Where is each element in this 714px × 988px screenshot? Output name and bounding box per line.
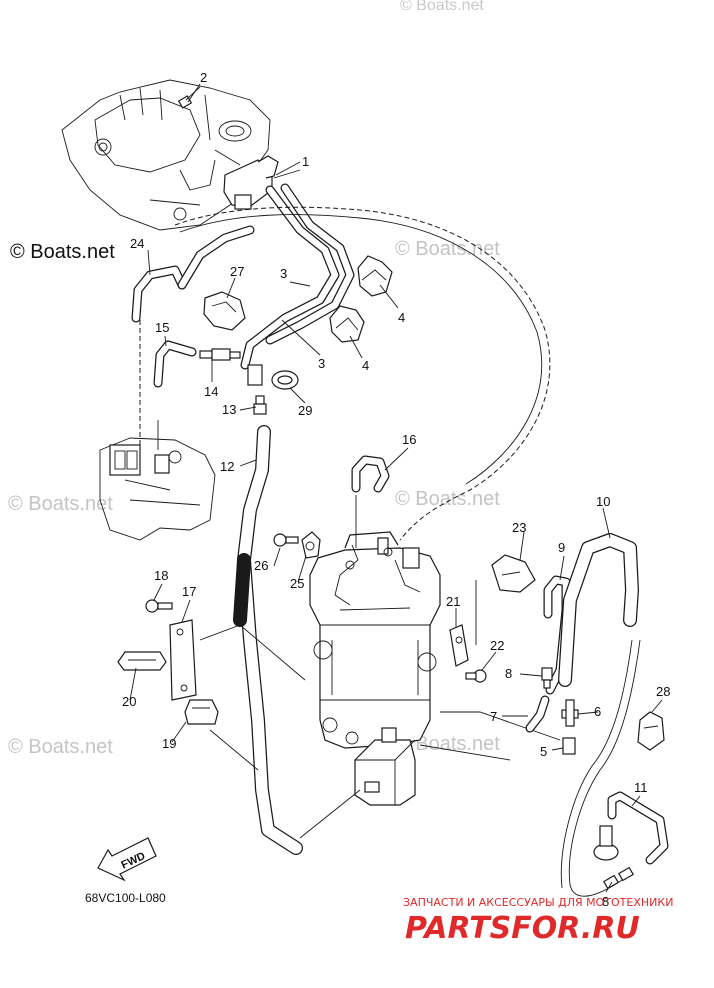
callout-3-lower: 3	[318, 356, 325, 371]
fwd-arrow: FWD	[97, 837, 157, 882]
callout-14: 14	[204, 384, 218, 399]
part-2-fitting	[177, 86, 201, 109]
copyright-label: © Boats.net	[10, 241, 115, 263]
callout-labels: 2 1 24 27 3 4 3 4 15 14 13 29 12 16 10 2…	[122, 70, 670, 909]
part-8-fitting-upper	[541, 667, 553, 689]
callout-23: 23	[512, 520, 526, 535]
part-15-hose	[153, 340, 197, 388]
callout-11: 11	[634, 780, 648, 795]
canister	[299, 727, 416, 839]
callout-7: 7	[490, 709, 497, 724]
part-20-clamp	[117, 651, 167, 671]
callout-8-upper: 8	[505, 666, 512, 681]
callout-18: 18	[154, 568, 168, 583]
callout-16: 16	[402, 432, 416, 447]
callout-24: 24	[130, 236, 144, 251]
callout-9: 9	[558, 540, 565, 555]
callout-4-upper: 4	[398, 310, 405, 325]
callout-20: 20	[122, 694, 136, 709]
watermark-top: © Boats.net	[400, 0, 484, 14]
routing-line-lower-2	[560, 639, 633, 889]
callout-3-upper: 3	[280, 266, 287, 281]
watermark-lower-left: © Boats.net	[8, 736, 113, 758]
callout-17: 17	[182, 584, 196, 599]
part-29-clamp	[247, 364, 299, 390]
part-16-hose	[351, 455, 390, 548]
callout-25: 25	[290, 576, 304, 591]
callout-29: 29	[298, 403, 312, 418]
callout-19: 19	[162, 736, 176, 751]
callout-8-lower: 8	[602, 894, 609, 909]
watermark-left: © Boats.net	[8, 493, 113, 515]
part-25-clip	[301, 531, 321, 559]
callout-15: 15	[155, 320, 169, 335]
callout-5: 5	[540, 744, 547, 759]
callout-10: 10	[596, 494, 610, 509]
callout-12: 12	[220, 459, 234, 474]
part-13-connector	[253, 395, 267, 415]
part-22-bolt	[465, 669, 487, 683]
callout-26: 26	[254, 558, 268, 573]
routing-line-upper-2	[179, 214, 543, 485]
brand-logo: PARTSFOR.RU	[405, 911, 640, 946]
vapor-separator-tank	[309, 531, 441, 749]
callout-27: 27	[230, 264, 244, 279]
part-14-fitting	[199, 348, 241, 361]
tank-bracket-line	[199, 624, 306, 771]
drawing-code: 68VC100-L080	[85, 891, 166, 905]
part-19-holder	[184, 699, 219, 725]
part-18-bolt	[145, 599, 173, 613]
part-1-sensor	[223, 155, 301, 210]
callout-13: 13	[222, 402, 236, 417]
part-28-clamp	[637, 711, 665, 751]
part-7-hose	[525, 695, 550, 733]
part-5-connector	[562, 737, 576, 755]
callout-21: 21	[446, 594, 460, 609]
part-27-bracket	[203, 291, 246, 331]
part-3-hoses	[240, 183, 355, 370]
part-8-fitting-lower	[602, 866, 635, 890]
callout-22: 22	[490, 638, 504, 653]
routing-line-lower	[568, 639, 641, 897]
part-11-hose	[607, 791, 669, 865]
callout-6: 6	[594, 704, 601, 719]
part-10-hose	[558, 533, 639, 687]
part-23-clip	[475, 554, 536, 645]
part-6-tee	[561, 699, 579, 727]
part-17-bracket	[169, 619, 197, 701]
callout-2: 2	[200, 70, 207, 85]
leader-lines	[129, 83, 663, 893]
callout-28: 28	[656, 684, 670, 699]
watermark-upper-right: © Boats.net	[395, 238, 500, 260]
engine-fragment-left	[99, 320, 216, 541]
watermark-right: © Boats.net	[395, 488, 500, 510]
part-21-bracket	[449, 624, 469, 667]
callout-1: 1	[302, 154, 309, 169]
callout-4-lower: 4	[362, 358, 369, 373]
brand-tagline: ЗАПЧАСТИ И АКСЕССУАРЫ ДЛЯ МОТОТЕХНИКИ	[403, 896, 673, 909]
part-4-clamps	[329, 255, 393, 343]
part-12-hose	[233, 425, 303, 855]
lower-mount	[593, 825, 619, 861]
part-26-bolt	[273, 533, 299, 547]
